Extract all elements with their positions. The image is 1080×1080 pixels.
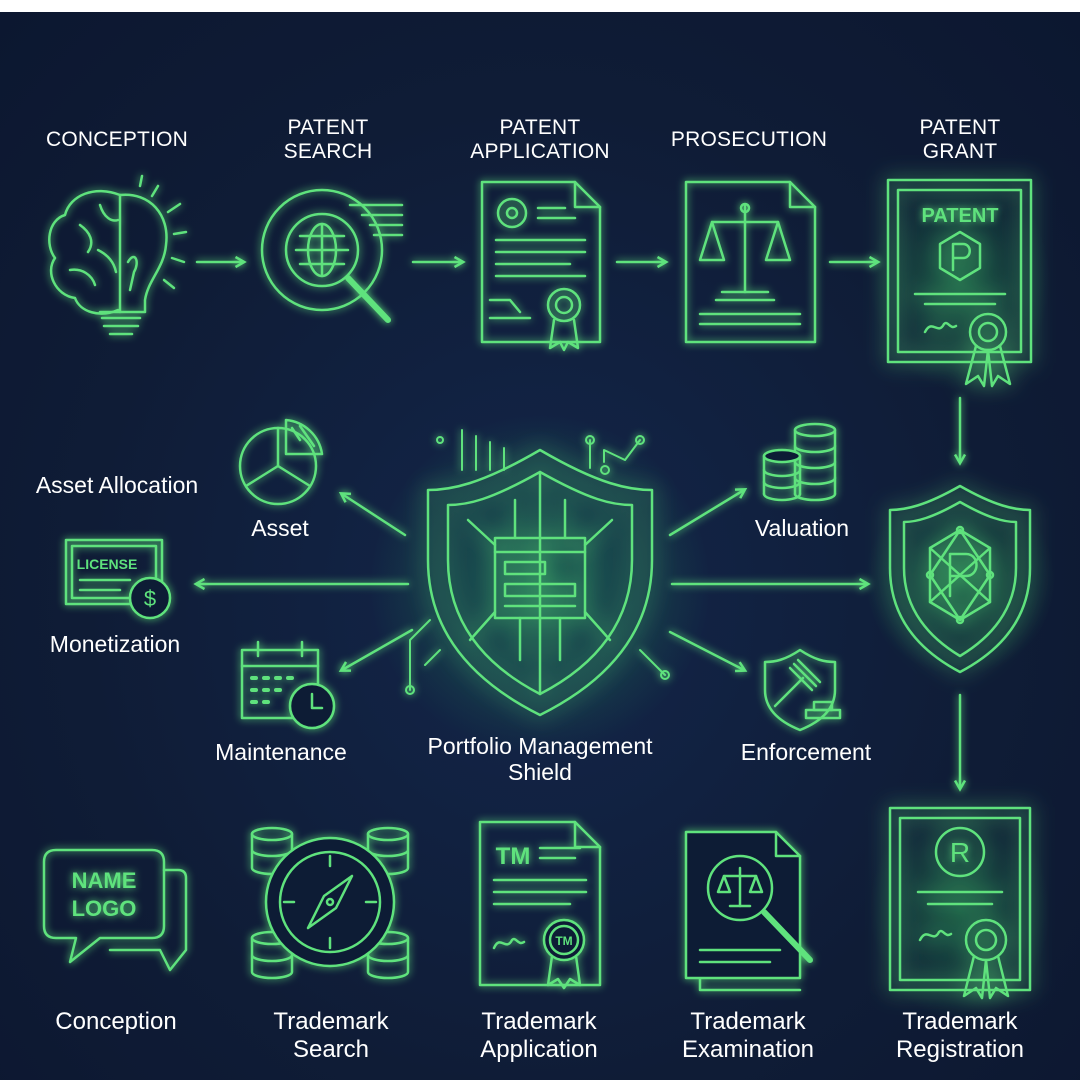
trademark-document-icon — [478, 820, 602, 990]
patent-row-arrows — [195, 255, 967, 792]
certificate-text: PATENT — [921, 205, 998, 227]
portfolio-arrows — [193, 488, 871, 673]
globe-magnifier-icon — [260, 188, 404, 323]
stage-label-conception: CONCEPTION — [45, 128, 189, 151]
label-monetization: Monetization — [49, 631, 181, 657]
name-text: NAME — [72, 868, 137, 893]
patent-certificate-icon — [870, 170, 1050, 390]
brain-lightbulb-icon — [48, 174, 188, 336]
coin-stack-icon — [762, 422, 837, 502]
registration-certificate-icon — [870, 800, 1050, 1020]
pie-chart-icon — [238, 418, 324, 506]
registered-symbol: R — [950, 837, 970, 868]
label-maintenance: Maintenance — [215, 739, 347, 765]
tm-text: TM — [496, 843, 531, 870]
stage-label-prosecution: PROSECUTION — [670, 128, 828, 151]
scales-document-icon — [684, 180, 817, 344]
label-valuation: Valuation — [754, 515, 850, 541]
top-white-bar — [0, 0, 1080, 12]
label-asset: Asset — [251, 515, 309, 541]
label-enforcement: Enforcement — [740, 739, 872, 765]
dollar-sign: $ — [144, 586, 156, 611]
logo-text: LOGO — [72, 896, 137, 921]
protected-shield-icon — [865, 484, 1055, 675]
label-asset-allocation: Asset Allocation — [35, 472, 199, 498]
license-money-icon — [64, 538, 172, 620]
patent-document-icon — [480, 180, 602, 352]
gavel-shield-icon — [763, 648, 842, 732]
license-text: LICENSE — [77, 556, 138, 572]
examination-document-icon — [684, 830, 813, 992]
circuit-traces — [405, 429, 670, 695]
compass-coins-icon — [250, 826, 410, 980]
calendar-clock-icon — [240, 640, 336, 730]
stage-label-tm-conception: Conception — [55, 1008, 177, 1035]
tm-seal-text: TM — [555, 934, 572, 948]
portfolio-shield-icon — [426, 448, 654, 717]
speech-bubble-icon — [42, 848, 188, 972]
